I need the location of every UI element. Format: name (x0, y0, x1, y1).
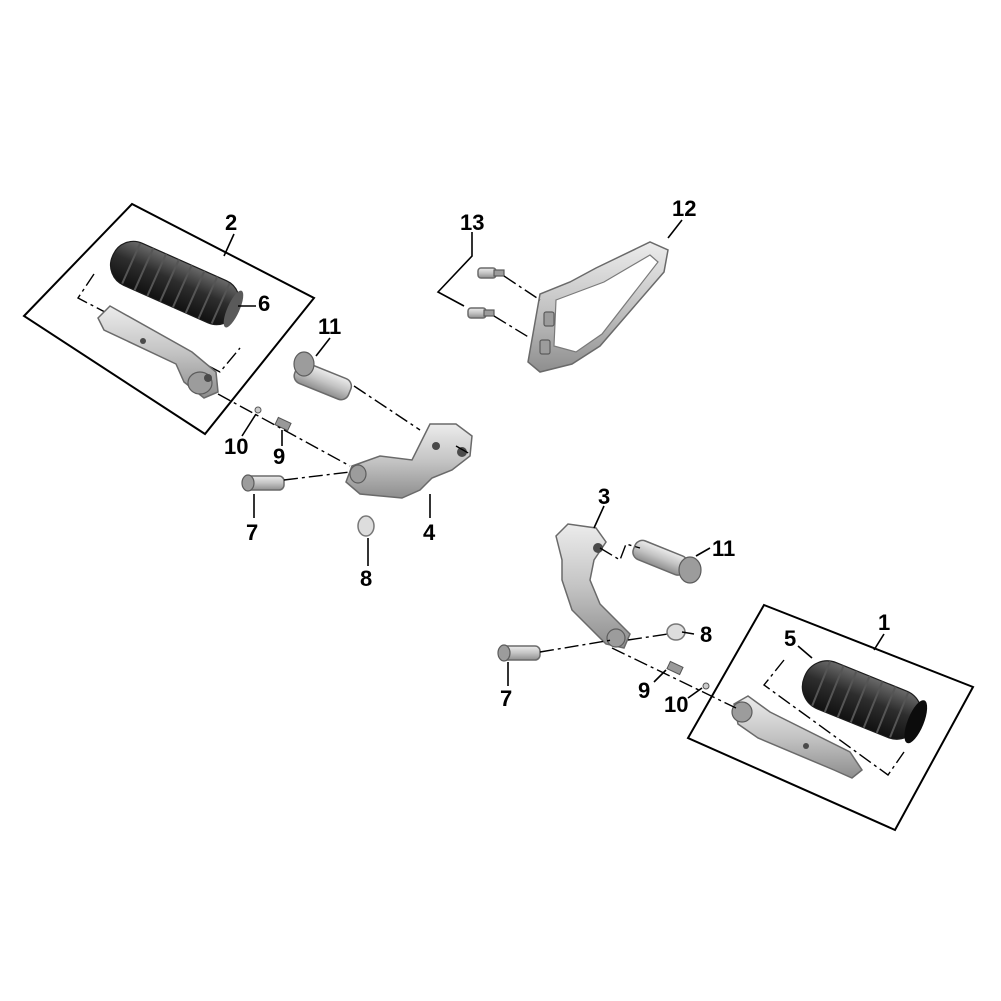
right-rubber-dash-outline (762, 659, 905, 776)
callout-7-right: 7 (500, 686, 512, 711)
callout-8-right: 8 (700, 622, 712, 647)
left-footpeg-kit-frame (22, 202, 316, 436)
callout-10-left: 10 (224, 434, 248, 459)
callout-11-right: 11 (712, 536, 735, 561)
right-footpeg-kit-frame (686, 603, 975, 832)
callout-6: 6 (258, 291, 270, 316)
right-footpeg-rubber (801, 660, 928, 744)
left-bolt-7 (241, 474, 285, 492)
callout-8-left: 8 (360, 566, 372, 591)
left-bracket (345, 423, 473, 499)
left-footpeg-body (97, 305, 219, 399)
callout-leaders (223, 219, 885, 699)
left-axis-lines (217, 385, 471, 481)
right-footpeg-body (731, 695, 864, 779)
callout-12: 12 (672, 196, 696, 221)
callout-5: 5 (784, 626, 796, 651)
callout-4: 4 (423, 520, 436, 545)
right-bolt-7 (497, 644, 541, 662)
right-ball-10 (702, 682, 710, 690)
callout-1: 1 (878, 610, 890, 635)
callout-10-right: 10 (664, 692, 688, 717)
right-axis-lines (539, 543, 737, 709)
screws-13-bracket (436, 232, 473, 307)
left-footpeg-rubber (109, 240, 244, 328)
left-ball-10 (254, 406, 262, 414)
callout-13: 13 (460, 210, 484, 235)
pillion-hanger (527, 241, 669, 373)
right-spring-9 (666, 660, 684, 676)
callout-2: 2 (225, 210, 237, 235)
left-washer-8 (357, 515, 375, 537)
callout-7-left: 7 (246, 520, 258, 545)
right-bracket-bolt-11 (632, 539, 702, 584)
callout-11-left: 11 (318, 314, 341, 339)
callout-9-right: 9 (638, 678, 650, 703)
left-bracket-bolt-11 (293, 351, 353, 401)
right-bracket (555, 523, 631, 649)
callout-3: 3 (598, 484, 610, 509)
hanger-screws (467, 267, 541, 339)
left-spring-9 (274, 416, 292, 432)
callout-9-left: 9 (273, 444, 285, 469)
